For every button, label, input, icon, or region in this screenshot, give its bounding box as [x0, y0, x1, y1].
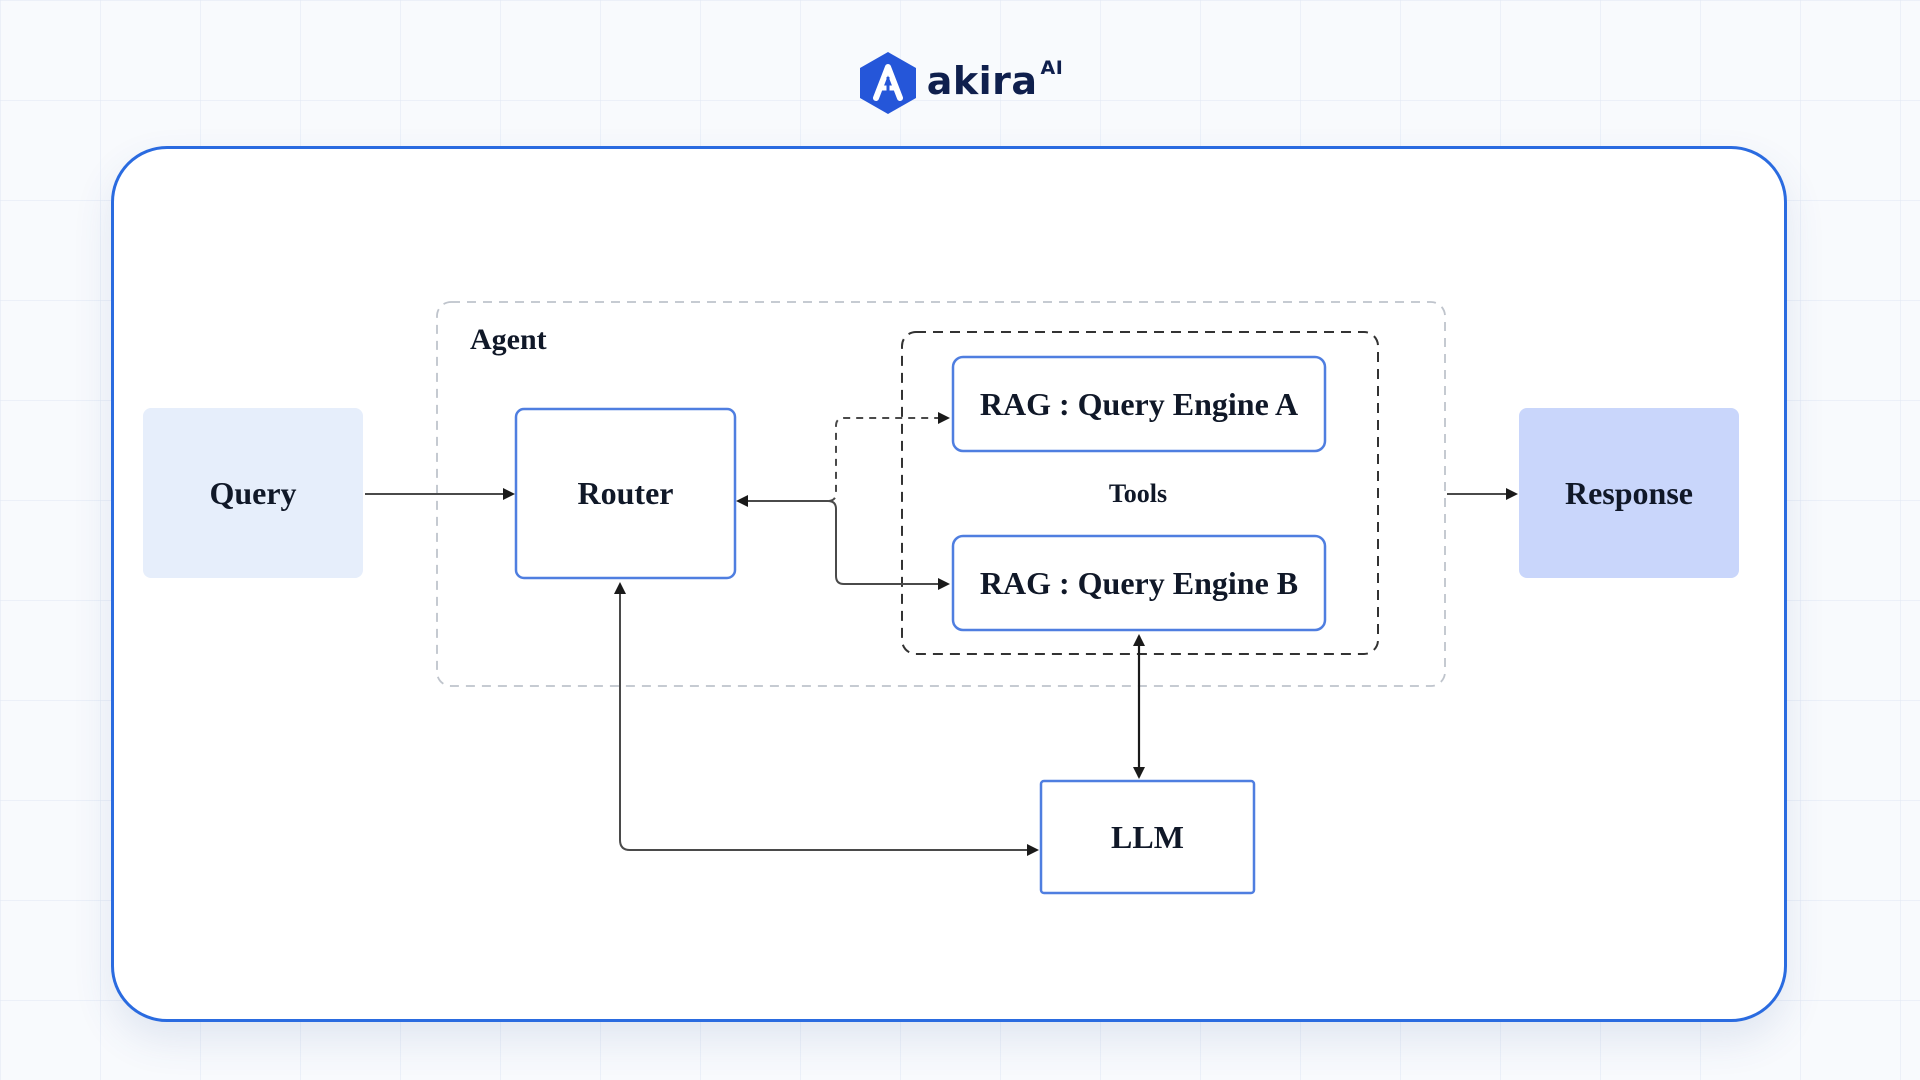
router-node-label: Router	[577, 475, 674, 511]
llm-node-box	[1039, 779, 1256, 895]
engine-a-node-box	[951, 355, 1327, 453]
engine-a-node-label: RAG : Query Engine A	[979, 385, 1299, 422]
arrow-router-llm	[614, 582, 1039, 856]
query-node-box	[143, 408, 363, 578]
llm-node-label: LLM	[1111, 818, 1184, 855]
tools-group-label: Tools	[1108, 479, 1168, 508]
arrow-router-to-engine-a	[738, 412, 950, 502]
brand-suffix: AI	[1040, 57, 1064, 80]
response-node-box	[1519, 408, 1739, 578]
response-node-label: Response	[1564, 474, 1693, 511]
arrow-router-engine-b	[736, 495, 950, 590]
akira-hexagon-logo-icon	[859, 52, 916, 114]
router-node-box	[514, 407, 737, 580]
agent-group-label: Agent	[470, 323, 547, 356]
brand-text: akira	[926, 59, 1038, 103]
query-node-label: Query	[209, 474, 297, 511]
engine-b-node-label: RAG : Query Engine B	[979, 564, 1299, 601]
